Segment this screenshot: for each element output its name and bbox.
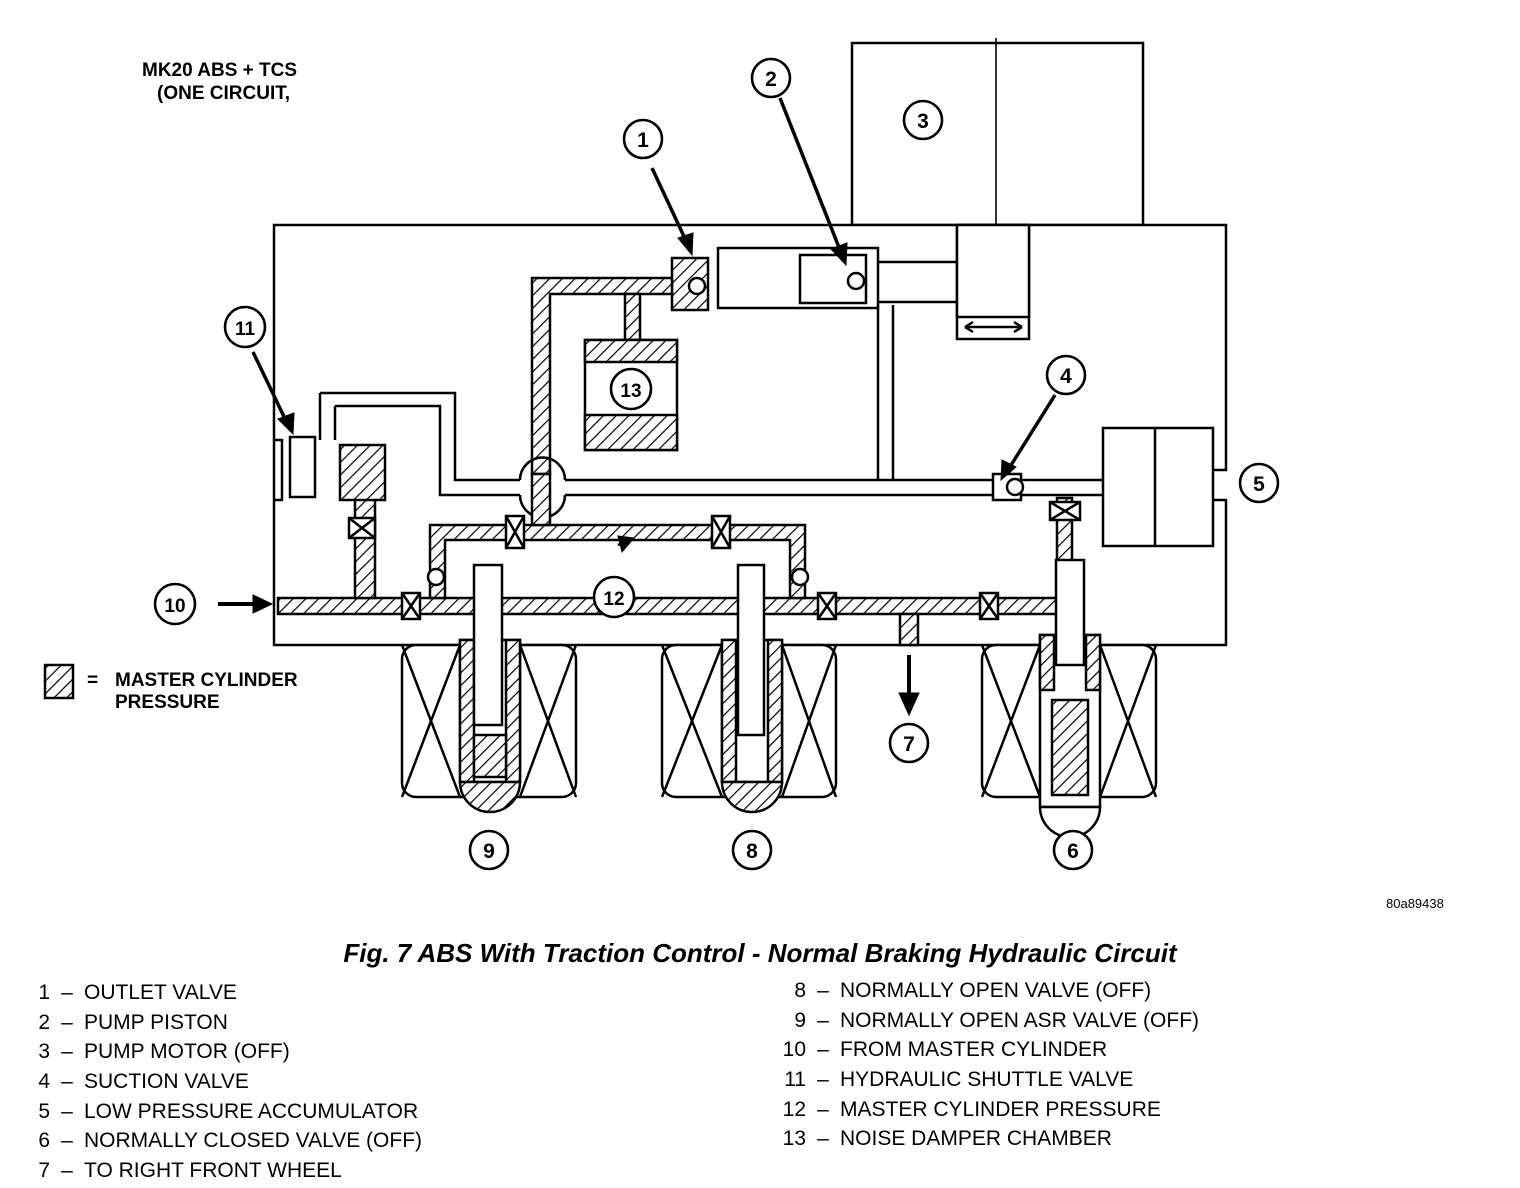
- callout-12: [592, 575, 636, 619]
- solenoid-valve-9: [400, 563, 578, 814]
- callout-3: [902, 99, 944, 141]
- legend-item: 4–SUCTION VALVE: [38, 1070, 249, 1094]
- callout-13: [609, 367, 653, 411]
- legend-item: 9–NORMALLY OPEN ASR VALVE (OFF): [794, 1008, 1200, 1032]
- legend-right: 8–NORMALLY OPEN VALVE (OFF) 9–NORMALLY O…: [778, 976, 1199, 1154]
- shuttle-valve: [288, 435, 317, 499]
- key-label-line2: PRESSURE: [115, 692, 220, 713]
- legend-item: 1–OUTLET VALVE: [38, 981, 237, 1004]
- callout-9-text: 9: [483, 840, 495, 863]
- legend-item: 7–TO RIGHT FRONT WHEEL: [38, 1159, 342, 1183]
- master-cylinder-line: [276, 596, 1062, 616]
- callout-11: [223, 305, 267, 349]
- callout-7: [888, 722, 930, 764]
- callout-1: [622, 118, 664, 160]
- callout-8-text: 8: [746, 840, 758, 863]
- legend-item: 11–HYDRAULIC SHUTTLE VALVE: [784, 1068, 1134, 1092]
- callout-5-text: 5: [1253, 473, 1265, 496]
- key-equals: =: [87, 670, 98, 691]
- callout-9: [468, 829, 510, 871]
- callout-6: [1052, 829, 1094, 871]
- key-label-line1: MASTER CYLINDER: [115, 670, 298, 691]
- callout-2: [750, 57, 792, 99]
- diagram-title-line2: (ONE CIRCUIT,: [157, 83, 290, 104]
- callout-5: [1238, 462, 1280, 504]
- callout-1-text: 1: [637, 129, 649, 152]
- solenoid-valve-6: [980, 558, 1158, 839]
- callout-13-text: 13: [620, 381, 641, 402]
- image-code: 80a89438: [1386, 896, 1444, 911]
- callout-11-text: 11: [235, 319, 256, 340]
- solenoid-valve-8: [660, 563, 838, 814]
- callout-7-text: 7: [903, 733, 915, 756]
- legend-item: 13–NOISE DAMPER CHAMBER: [782, 1127, 1112, 1151]
- callout-2-text: 2: [765, 68, 777, 91]
- legend-item: 5–LOW PRESSURE ACCUMULATOR: [38, 1099, 419, 1123]
- legend-item: 3–PUMP MOTOR (OFF): [38, 1040, 290, 1064]
- callout-6-text: 6: [1067, 840, 1079, 863]
- master-cylinder-key-swatch: [43, 663, 75, 700]
- callout-3-text: 3: [917, 110, 929, 133]
- legend-item: 10–FROM MASTER CYLINDER: [782, 1038, 1108, 1062]
- legend-item: 2–PUMP PISTON: [38, 1010, 228, 1034]
- pump-motor-housing: [850, 41, 1145, 227]
- legend-left: 1–OUTLET VALVE 2–PUMP PISTON 3–PUMP MOTO…: [30, 978, 422, 1186]
- low-pressure-accumulator: [1101, 426, 1215, 548]
- legend-item: 12–MASTER CYLINDER PRESSURE: [782, 1097, 1161, 1121]
- callout-4: [1045, 354, 1087, 396]
- callout-12-text: 12: [603, 589, 624, 610]
- legend-item: 8–NORMALLY OPEN VALVE (OFF): [794, 979, 1152, 1002]
- legend-item: 6–NORMALLY CLOSED VALVE (OFF): [38, 1129, 423, 1153]
- callout-10-text: 10: [164, 596, 185, 617]
- callout-4-text: 4: [1060, 365, 1072, 388]
- callout-10: [153, 582, 197, 626]
- diagram-title-line1: MK20 ABS + TCS: [142, 60, 297, 81]
- figure-caption: Fig. 7 ABS With Traction Control - Norma…: [343, 938, 1177, 968]
- callout-8: [731, 829, 773, 871]
